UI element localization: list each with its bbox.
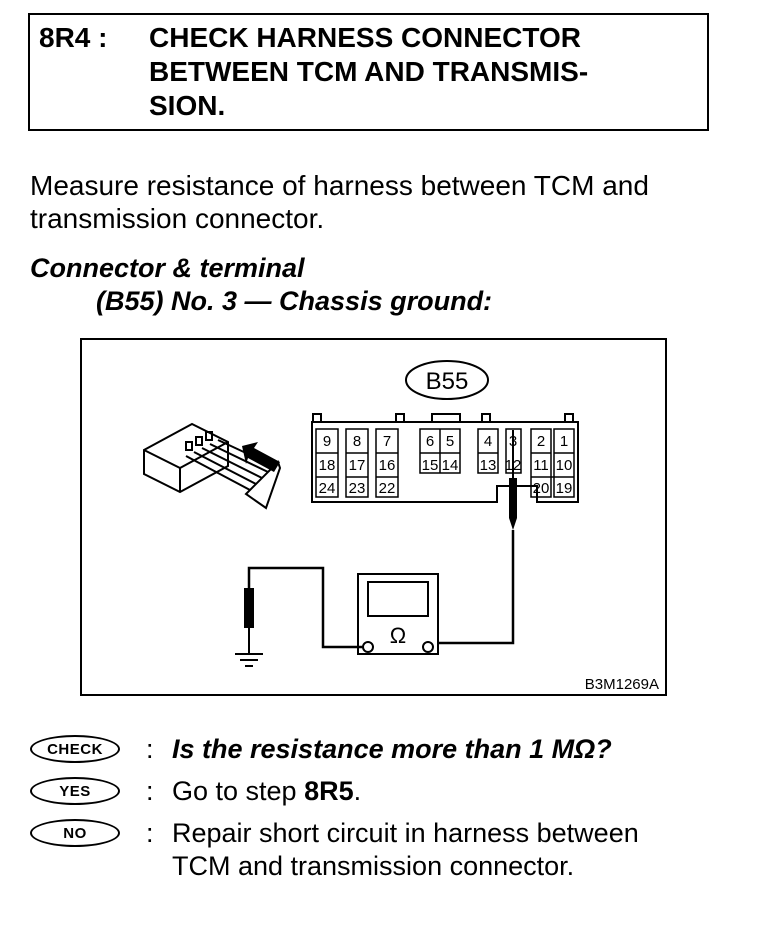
connector-label: B55 — [426, 368, 469, 395]
connector-label-ellipse — [405, 360, 489, 400]
yes-prefix: Go to step — [172, 776, 305, 806]
pin-5: 5 — [446, 433, 454, 450]
step-title-line-3: SION. — [149, 90, 226, 121]
step-title: CHECK HARNESS CONNECTOR BETWEEN TCM AND … — [149, 21, 689, 123]
no-row: NO : Repair short circuit in harness bet… — [30, 817, 730, 887]
instruction-line-2: transmission connector. — [30, 203, 325, 234]
pin-23: 23 — [349, 480, 366, 497]
pin-9: 9 — [323, 433, 331, 450]
yes-badge: YES — [30, 777, 120, 805]
check-row: CHECK : Is the resistance more than 1 MΩ… — [30, 733, 730, 767]
instruction-line-1: Measure resistance of harness between TC… — [30, 170, 649, 201]
connector-terminal-heading: Connector & terminal — [30, 253, 305, 283]
no-line-1: Repair short circuit in harness between — [172, 818, 639, 848]
figure-code: B3M1269A — [585, 676, 659, 693]
lead-to-meter — [431, 530, 515, 645]
pin-15: 15 — [422, 457, 439, 474]
pin-2: 2 — [537, 433, 545, 450]
yes-row: YES : Go to step 8R5. — [30, 775, 730, 809]
check-question: Is the resistance more than 1 MΩ? — [172, 734, 612, 764]
insert-arrow-icon — [242, 442, 280, 472]
step-header-box: 8R4 : CHECK HARNESS CONNECTOR BETWEEN TC… — [28, 13, 709, 131]
pin-8: 8 — [353, 433, 361, 450]
pin-7: 7 — [383, 433, 391, 450]
pin-24: 24 — [319, 480, 336, 497]
step-id: 8R4 : — [39, 22, 108, 53]
no-answer: Repair short circuit in harness between … — [172, 817, 639, 883]
probe-connector-side — [509, 430, 517, 530]
yes-colon: : — [146, 776, 154, 806]
pin-14: 14 — [442, 457, 459, 474]
lead-to-ground — [247, 566, 363, 649]
pin-numbers: 9 8 7 6 5 4 3 2 1 18 17 16 15 14 13 12 1… — [319, 433, 573, 497]
step-title-line-2: BETWEEN TCM AND TRANSMIS- — [149, 56, 589, 87]
pin-16: 16 — [379, 457, 396, 474]
meter-display — [367, 581, 429, 617]
yes-suffix: . — [353, 776, 362, 806]
wiring-diagram: B55 9 8 7 6 5 4 3 — [80, 338, 667, 696]
ohm-icon: Ω — [390, 623, 406, 648]
connector-terminal-spec: (B55) No. 3 — Chassis ground: — [96, 286, 493, 316]
yes-step-link: 8R5 — [304, 776, 354, 806]
pin-1: 1 — [560, 433, 568, 450]
pin-10: 10 — [556, 457, 573, 474]
pin-19: 19 — [556, 480, 573, 497]
pin-11: 11 — [533, 457, 549, 474]
probe-ground-side — [244, 588, 254, 628]
yes-answer: Go to step 8R5. — [172, 775, 361, 808]
pin-22: 22 — [379, 480, 396, 497]
pin-17: 17 — [349, 457, 366, 474]
instruction-text: Measure resistance of harness between TC… — [30, 169, 649, 235]
no-colon: : — [146, 818, 154, 848]
harness-connector-sketch — [143, 422, 282, 510]
step-title-line-1: CHECK HARNESS CONNECTOR — [149, 22, 581, 53]
pin-4: 4 — [484, 433, 492, 450]
pin-18: 18 — [319, 457, 336, 474]
no-badge: NO — [30, 819, 120, 847]
pin-13: 13 — [480, 457, 497, 474]
no-line-2: TCM and transmission connector. — [172, 851, 575, 881]
check-badge: CHECK — [30, 735, 120, 763]
pin-20: 20 — [533, 480, 550, 497]
connector-b55 — [311, 413, 579, 503]
check-colon: : — [146, 734, 154, 764]
ohmmeter: Ω — [357, 573, 439, 655]
pin-6: 6 — [426, 433, 434, 450]
chassis-ground-icon — [235, 653, 263, 667]
